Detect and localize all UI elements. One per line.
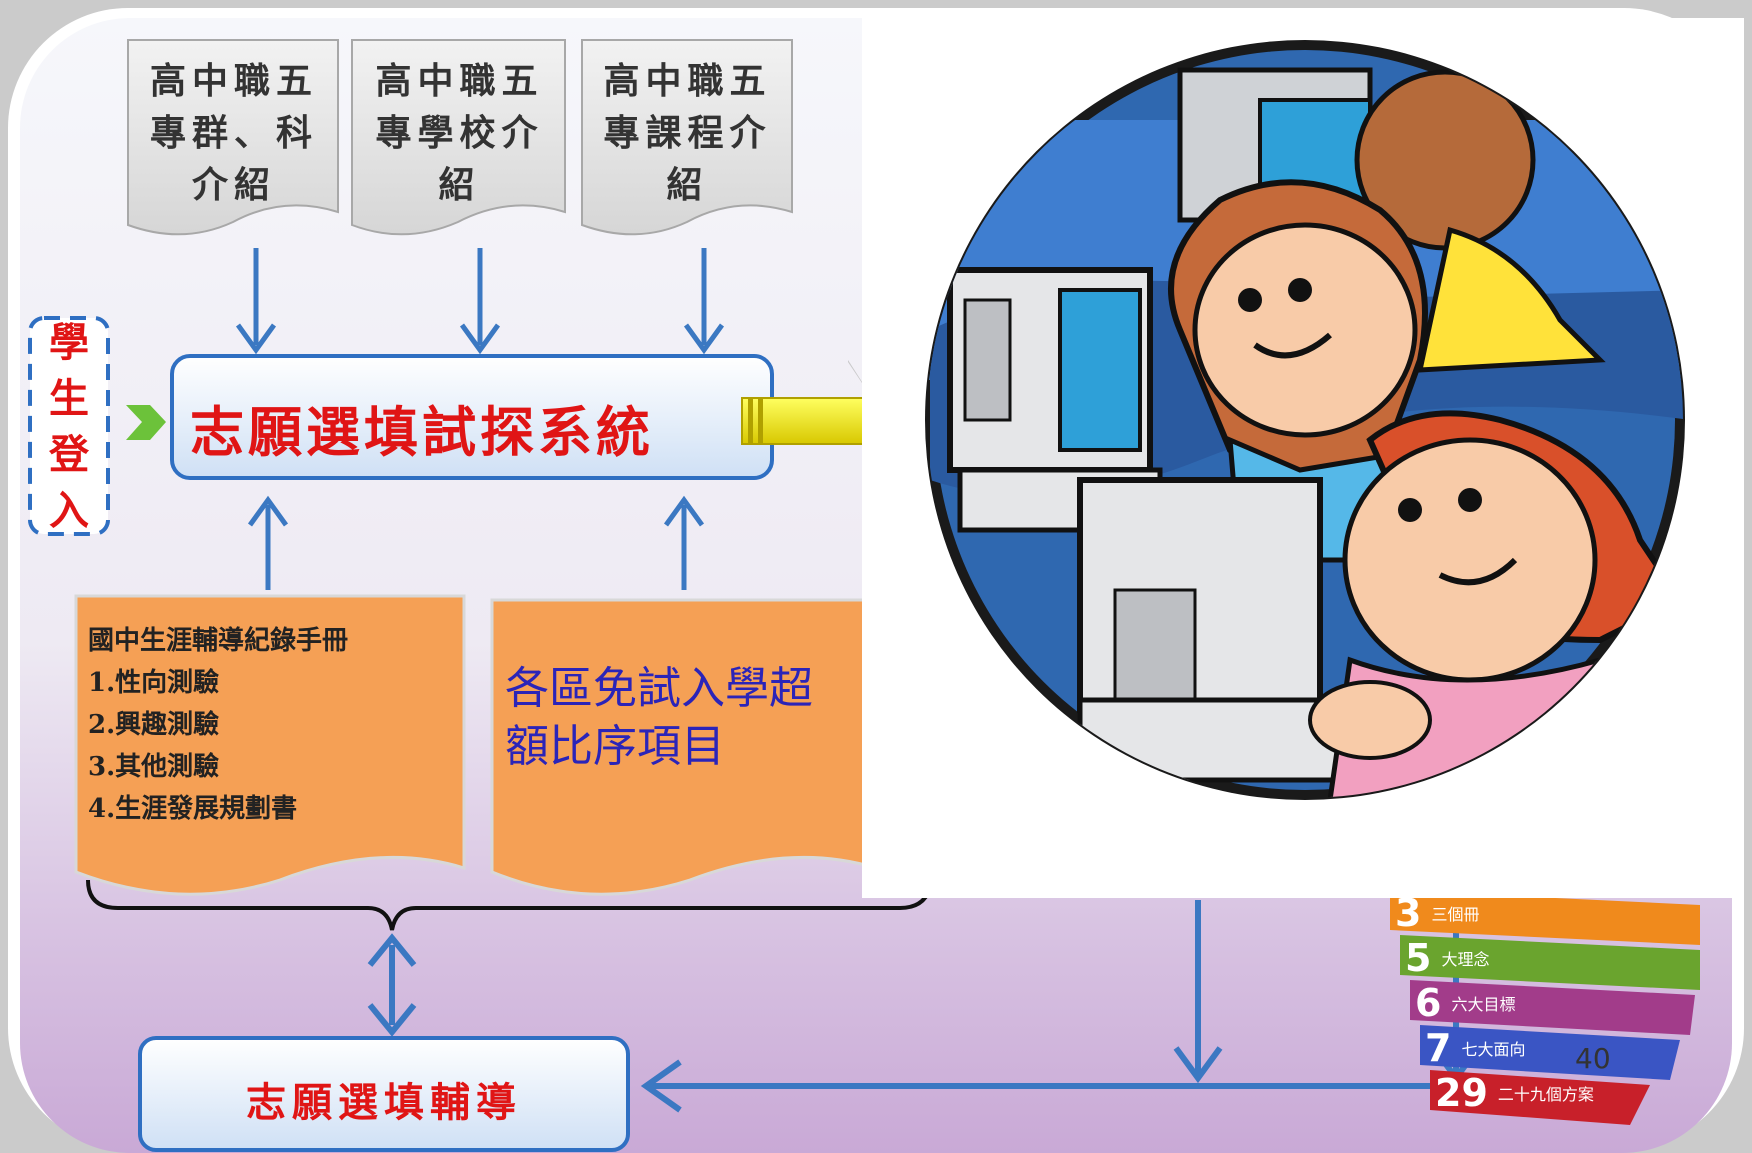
strip-2: 5 大理念 [1405,936,1752,980]
chevron-right-icon [126,405,166,440]
strip-number: 5 [1405,936,1432,980]
strip-label: 大理念 [1441,950,1490,969]
double-arrow [367,933,417,1037]
up-arrows [247,495,705,590]
career-record-item: 4.生涯發展規劃書 [88,794,298,824]
strip-3: 6 六大目標 [1415,981,1752,1025]
brace [86,879,934,931]
career-record-item: 3.其他測驗 [88,752,220,782]
down-arrows [235,248,725,355]
doc-line: 專群、科 [149,112,318,154]
strip-number: 3 [1395,891,1422,935]
doc-line: 高中職五 [149,60,318,102]
strip-label: 三個冊 [1431,905,1480,924]
system-title: 志願選填試探系統 [190,400,654,464]
quota-items-label: 各區免試入學超額比序項目 [505,663,813,772]
quota-items-doc [490,598,878,896]
guidance-title: 志願選填輔導 [246,1079,522,1126]
doc-group-intro: 高中職五 專群、科 介紹 [134,55,334,211]
strip-5: 29 二十九個方案 [1435,1071,1752,1115]
student-login-box [28,316,110,536]
career-record-title: 國中生涯輔導紀錄手冊 [88,626,349,656]
doc-line: 高中職五 [375,60,544,102]
strip-label: 六大目標 [1451,995,1516,1014]
doc-shape-groups [127,39,793,236]
doc-line: 紹 [438,164,481,206]
strip-number: 6 [1415,981,1442,1025]
strip-label: 七大面向 [1461,1040,1526,1059]
career-record-item: 2.興趣測驗 [88,710,220,740]
doc-course-intro: 高中職五 專課程介 紹 [586,55,789,211]
strip-number: 7 [1425,1026,1452,1070]
doc-line: 專課程介 [603,112,772,154]
strip-1: 3 三個冊 [1395,891,1752,935]
doc-line: 高中職五 [603,60,772,102]
doc-line: 紹 [666,164,709,206]
doc-school-intro: 高中職五 專學校介 紹 [358,55,561,211]
career-record-item: 1.性向測驗 [88,668,220,698]
strip-label: 二十九個方案 [1497,1085,1594,1104]
student-login-label: 學生登入 [49,319,89,534]
doc-line: 介紹 [191,164,276,206]
colored-strips [1390,890,1700,1125]
strip-4: 7 七大面向 [1425,1026,1752,1070]
strip-number: 29 [1435,1071,1488,1115]
career-record-text: 國中生涯輔導紀錄手冊 1.性向測驗 2.興趣測驗 3.其他測驗 4.生涯發展規劃… [88,620,468,830]
page-number: 40 [1575,1042,1611,1075]
career-record-doc [74,594,466,896]
guidance-box [138,1036,630,1152]
doc-line: 專學校介 [375,112,544,154]
